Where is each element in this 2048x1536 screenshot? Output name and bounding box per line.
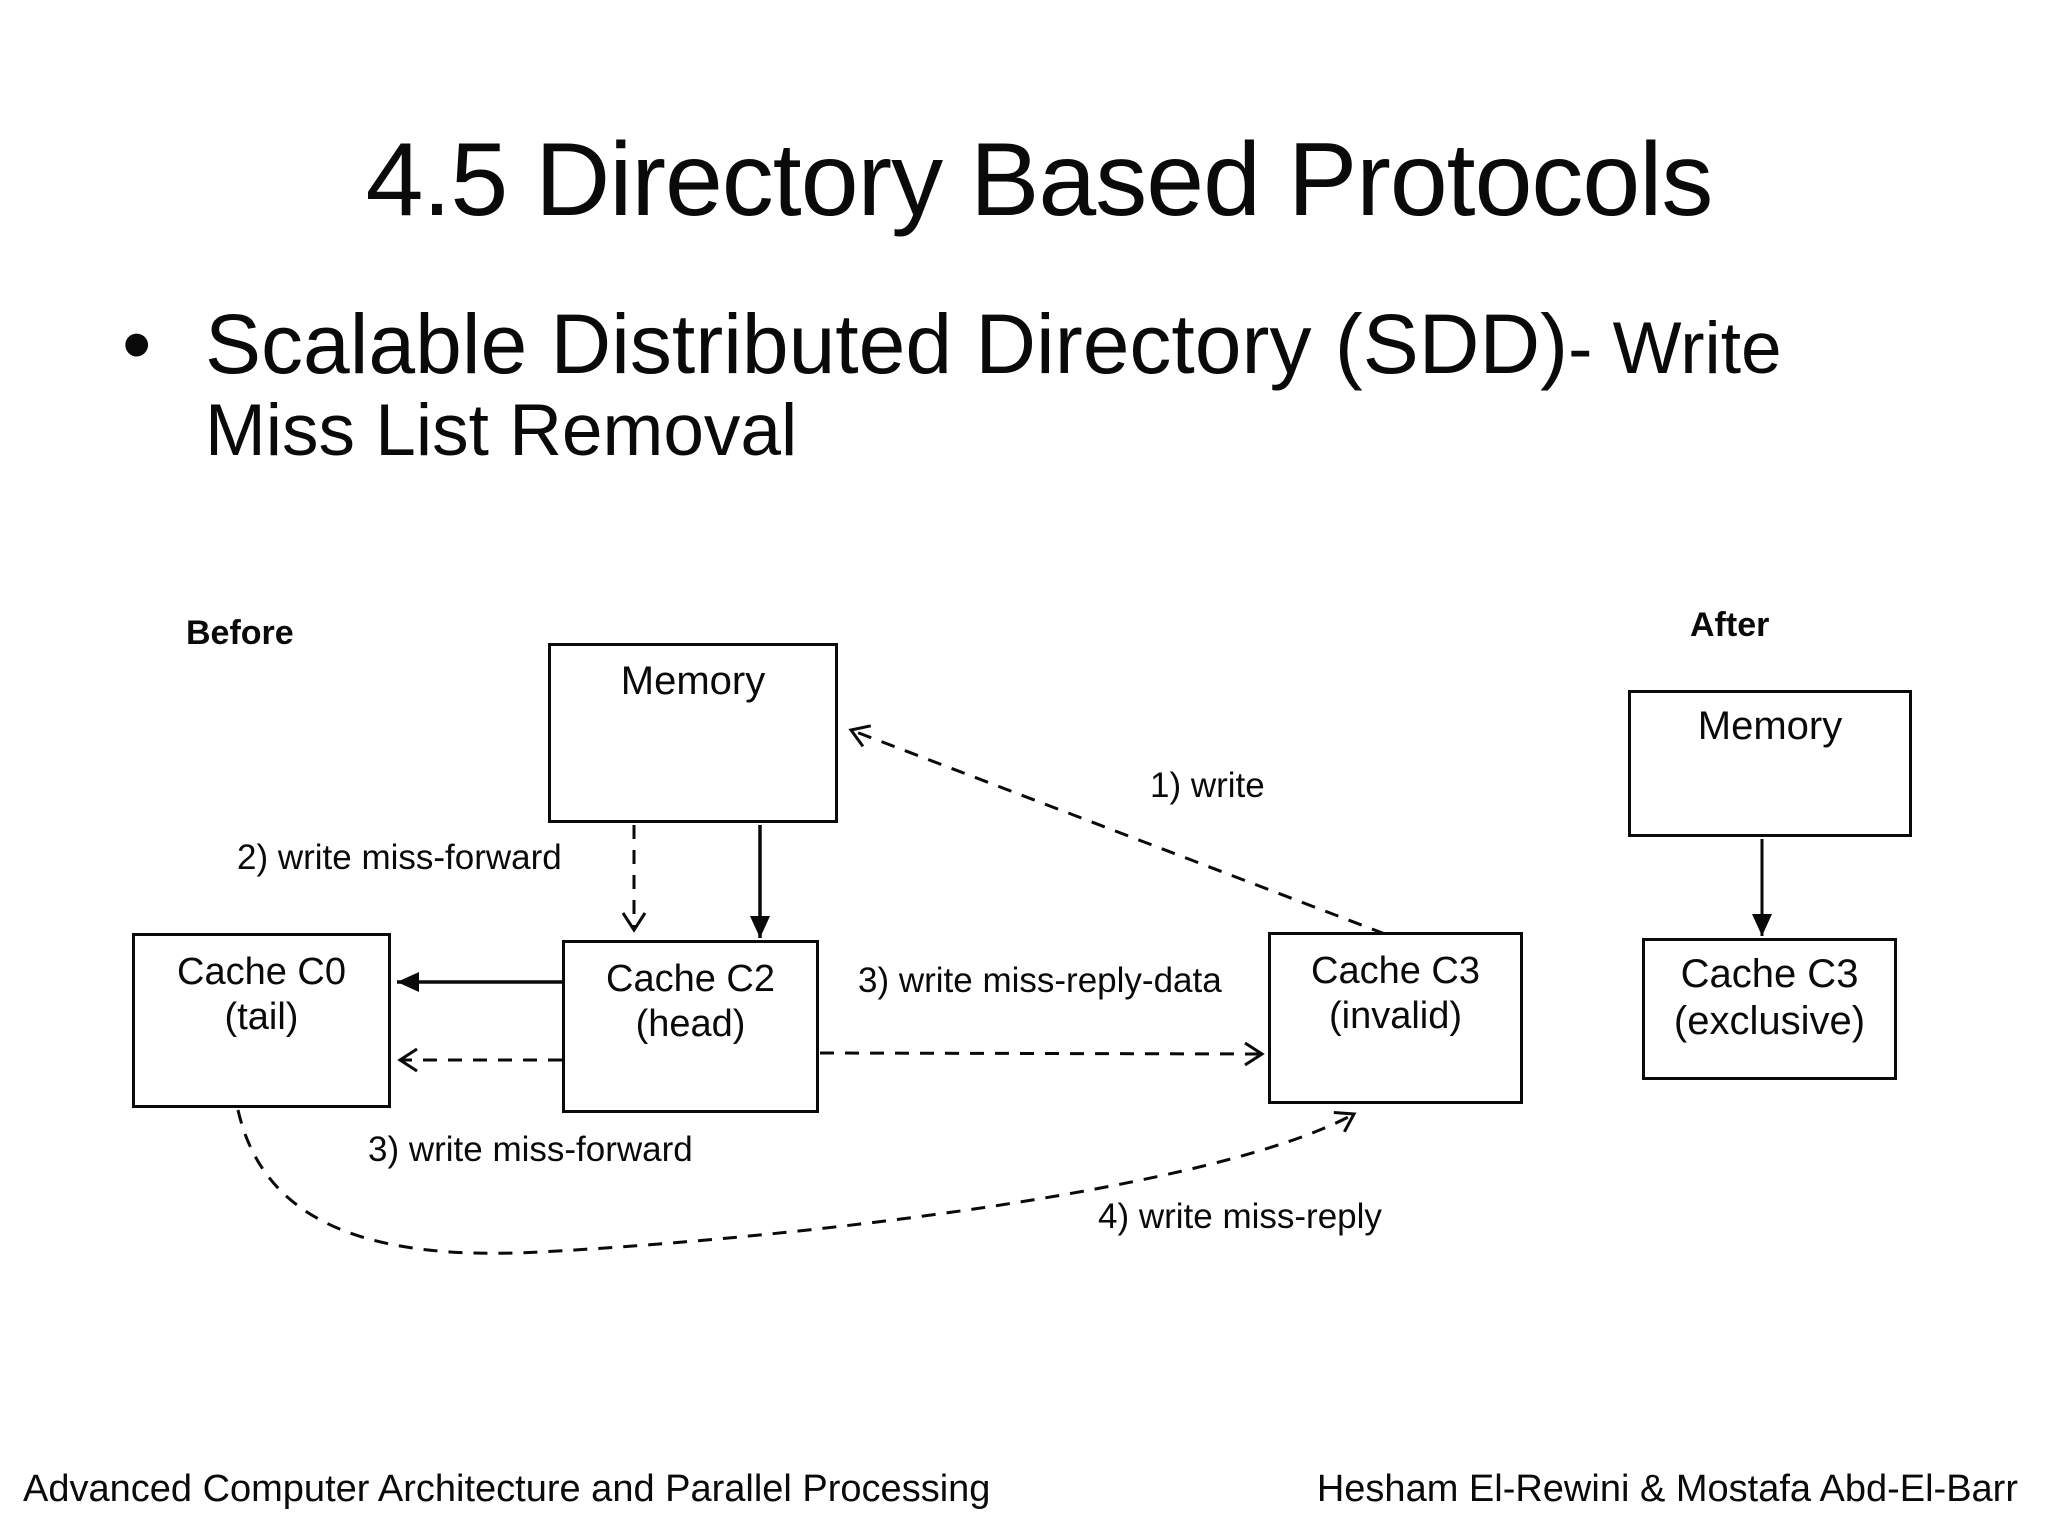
box-cache-c0-subtitle: (tail) (224, 995, 299, 1038)
slide-title: 4.5 Directory Based Protocols (365, 122, 1714, 238)
box-cache-c2: Cache C2 (head) (562, 940, 819, 1113)
before-label: Before (186, 614, 294, 652)
box-memory-after-title: Memory (1697, 704, 1843, 748)
edge-label-miss-reply-data-3: 3) write miss-reply-data (858, 961, 1222, 1000)
box-cache-c3-after: Cache C3 (exclusive) (1642, 938, 1897, 1080)
box-cache-c3-after-subtitle: (exclusive) (1673, 999, 1866, 1044)
edge-label-miss-reply-4: 4) write miss-reply (1098, 1197, 1382, 1236)
bullet-line-2: Miss List Removal (205, 390, 798, 471)
footer-authors: Hesham El-Rewini & Mostafa Abd-El-Barr (1316, 1468, 2018, 1510)
box-cache-c2-title: Cache C2 (606, 958, 775, 1000)
box-memory-after: Memory (1628, 690, 1912, 837)
box-memory-before: Memory (548, 643, 838, 823)
bullet-line1-suffix: - Write (1568, 308, 1782, 389)
box-memory-before-title: Memory (620, 659, 766, 703)
after-label: After (1690, 606, 1770, 644)
bullet-line-1: Scalable Distributed Directory (SDD)- Wr… (205, 302, 1782, 386)
box-cache-c3: Cache C3 (invalid) (1268, 932, 1523, 1104)
box-cache-c3-after-title: Cache C3 (1680, 952, 1859, 996)
bullet-text: Scalable Distributed Directory (SDD)- Wr… (205, 302, 1782, 467)
box-cache-c0-title: Cache C0 (177, 951, 346, 993)
footer-course-title: Advanced Computer Architecture and Paral… (23, 1468, 991, 1510)
box-cache-c0: Cache C0 (tail) (132, 933, 391, 1108)
box-cache-c2-subtitle: (head) (635, 1002, 746, 1045)
edge-label-miss-forward-3: 3) write miss-forward (368, 1130, 693, 1169)
box-cache-c3-subtitle: (invalid) (1328, 994, 1463, 1037)
box-cache-c3-title: Cache C3 (1311, 950, 1480, 992)
bullet-line1-main: Scalable Distributed Directory (SDD) (205, 297, 1569, 391)
arrow-miss-reply-data-3 (819, 1041, 1265, 1067)
edge-label-miss-forward-2: 2) write miss-forward (237, 838, 562, 877)
bullet-icon: • (122, 297, 152, 391)
edge-label-write-1: 1) write (1150, 766, 1265, 805)
arrow-write-1 (848, 724, 1386, 936)
